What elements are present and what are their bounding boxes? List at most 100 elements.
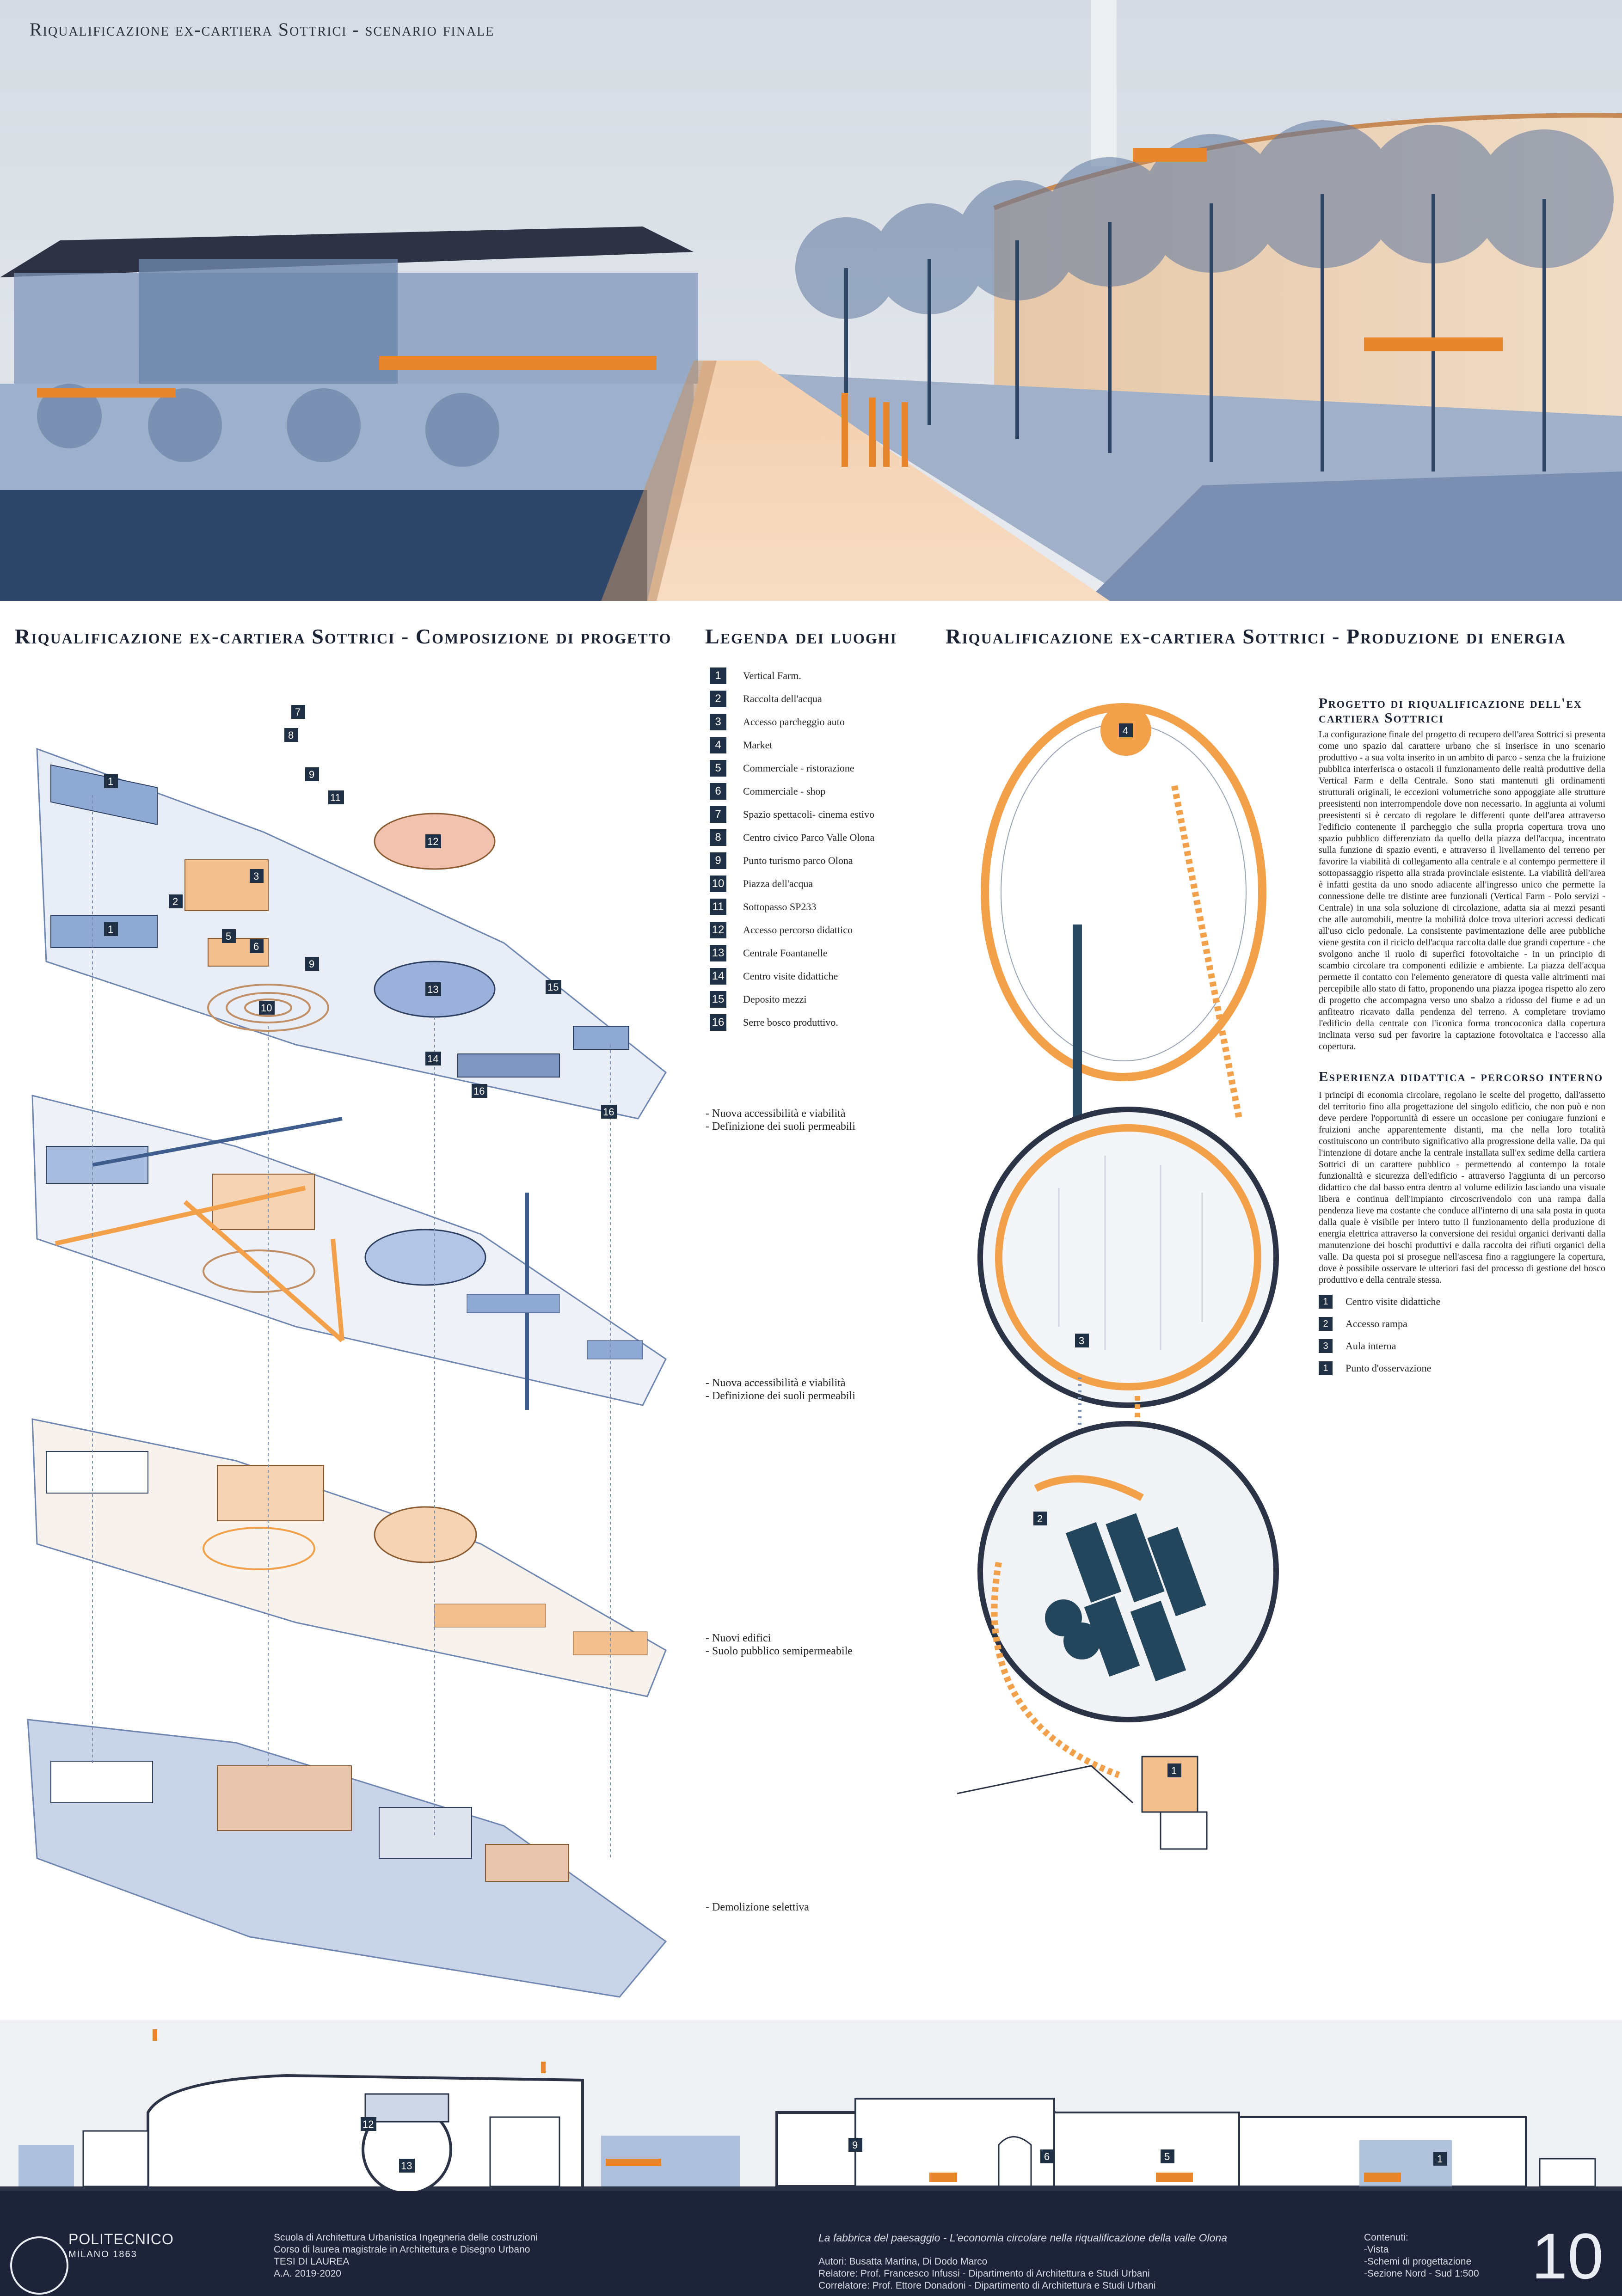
legend-label: Sottopasso SP233 <box>743 901 817 912</box>
svg-text:12: 12 <box>427 836 438 847</box>
legend-item: 2 Raccolta dell'acqua <box>710 690 822 708</box>
svg-text:10: 10 <box>261 1002 272 1014</box>
legend-number: 9 <box>710 852 726 869</box>
legend-item: 12 Accesso percorso didattico <box>710 921 853 939</box>
contents-item: -Schemi di progettazione <box>1364 2256 1472 2267</box>
path-legend-number: 2 <box>1319 1317 1333 1331</box>
legend-item: 11 Sottopasso SP233 <box>710 898 816 916</box>
legend-item: 9 Punto turismo parco Olona <box>710 851 853 870</box>
legend-number: 16 <box>710 1014 726 1031</box>
page-number: 10 <box>1531 2220 1604 2292</box>
course-line: Scuola di Architettura Urbanistica Ingeg… <box>274 2232 538 2243</box>
legend-number: 1 <box>710 667 726 684</box>
svg-text:11: 11 <box>330 792 341 803</box>
legend-number: 2 <box>710 691 726 707</box>
legend-number: 5 <box>710 760 726 777</box>
legend-number: 13 <box>710 945 726 961</box>
section-tag: 5 <box>1164 2151 1170 2162</box>
svg-text:15: 15 <box>547 981 559 993</box>
legend-number: 7 <box>710 806 726 823</box>
contents-item: -Vista <box>1364 2244 1389 2255</box>
svg-text:7: 7 <box>295 706 301 718</box>
school-city: MILANO 1863 <box>68 2249 137 2259</box>
diagram-tag: 4 <box>1123 725 1128 736</box>
section2-title: Esperienza didattica - percorso interno <box>1319 1068 1604 1084</box>
legend-item: 7 Spazio spettacoli- cinema estivo <box>710 805 874 824</box>
credit-line: Relatore: Prof. Francesco Infussi - Dipa… <box>818 2268 1150 2279</box>
course-line: A.A. 2019-2020 <box>274 2268 341 2279</box>
legend-item: 4 Market <box>710 736 773 754</box>
contents-label: Contenuti: <box>1364 2232 1408 2243</box>
svg-text:16: 16 <box>473 1085 485 1097</box>
contents-item: -Sezione Nord - Sud 1:500 <box>1364 2268 1479 2279</box>
legend-label: Serre bosco produttivo. <box>743 1016 838 1028</box>
composition-exploded-axonometry: 1 1 2 3 4 5 6 7 8 9 9 10 11 12 13 14 15 … <box>18 689 743 2006</box>
layer-note-3: - Nuovi edifici - Suolo pubblico semiper… <box>706 1632 853 1657</box>
legend-item: 5 Commerciale - ristorazione <box>710 759 854 778</box>
svg-text:13: 13 <box>427 984 438 995</box>
legend-number: 14 <box>710 968 726 985</box>
course-line: Corso di laurea magistrale in Architettu… <box>274 2244 530 2255</box>
legend-number: 3 <box>710 714 726 730</box>
composition-title: Riqualificazione ex-cartiera Sottrici - … <box>15 625 672 648</box>
svg-text:5: 5 <box>226 931 231 942</box>
legend-number: 11 <box>710 899 726 915</box>
footer: POLITECNICO MILANO 1863 Scuola di Archit… <box>0 2191 1622 2296</box>
legend-label: Commerciale - ristorazione <box>743 762 854 774</box>
layer-note-2: - Nuova accessibilità e viabilità - Defi… <box>706 1377 855 1402</box>
legend-label: Punto turismo parco Olona <box>743 855 853 866</box>
section-tag: 1 <box>1437 2153 1443 2165</box>
legend-label: Accesso parcheggio auto <box>743 716 845 728</box>
legend-label: Piazza dell'acqua <box>743 878 813 889</box>
legend-item: 10 Piazza dell'acqua <box>710 875 813 893</box>
north-south-section: 12 13 9 6 5 1 <box>0 2020 1622 2195</box>
legend-number: 15 <box>710 991 726 1008</box>
credit-line: Autori: Busatta Martina, Di Dodo Marco <box>818 2256 988 2267</box>
svg-text:6: 6 <box>253 941 259 952</box>
school-name: POLITECNICO <box>68 2231 174 2247</box>
legend-number: 8 <box>710 829 726 846</box>
politecnico-seal-logo <box>10 2236 68 2295</box>
section-tag: 9 <box>852 2139 858 2151</box>
power-plant-path-diagram: 4 3 2 1 <box>943 703 1295 2006</box>
path-legend-label: Accesso rampa <box>1346 1318 1407 1329</box>
section2-text: I principi di economia circolare, regola… <box>1319 1090 1605 1285</box>
legend-item: 16 Serre bosco produttivo. <box>710 1013 838 1032</box>
section1-text: La configurazione finale del progetto di… <box>1319 729 1605 1052</box>
layer-note-1: - Nuova accessibilità e viabilità - Defi… <box>706 1108 855 1133</box>
energy-title: Riqualificazione ex-cartiera Sottrici - … <box>946 625 1567 648</box>
legend-label: Centrale Foantanelle <box>743 947 828 959</box>
legend-number: 12 <box>710 922 726 938</box>
course-line: TESI DI LAUREA <box>274 2256 350 2267</box>
legend-number: 10 <box>710 876 726 892</box>
legend-label: Accesso percorso didattico <box>743 924 853 936</box>
hero-title: Riqualificazione ex-cartiera Sottrici - … <box>30 19 495 40</box>
legend-item: 3 Accesso parcheggio auto <box>710 713 845 731</box>
legend-label: Market <box>743 739 773 751</box>
section-drawing: 12 13 9 6 5 1 <box>0 2020 1622 2195</box>
svg-text:3: 3 <box>253 870 259 882</box>
hero-illustration <box>0 0 1622 601</box>
legend-number: 4 <box>710 737 726 753</box>
diagram-tag: 2 <box>1037 1513 1043 1525</box>
svg-text:1: 1 <box>108 924 113 935</box>
svg-text:9: 9 <box>309 769 314 780</box>
legend-label: Spazio spettacoli- cinema estivo <box>743 808 875 820</box>
diagram-tag: 1 <box>1171 1765 1177 1776</box>
svg-text:14: 14 <box>427 1053 438 1065</box>
path-legend-label: Punto d'osservazione <box>1346 1362 1432 1374</box>
legend-title: Legenda dei luoghi <box>705 625 897 648</box>
legend-label: Raccolta dell'acqua <box>743 693 822 704</box>
project-text-column: Progetto di riqualificazione dell'ex car… <box>1319 696 1605 1380</box>
diagram-tag: 3 <box>1079 1335 1084 1347</box>
path-legend-label: Aula interna <box>1346 1340 1396 1352</box>
section-tag: 12 <box>362 2118 374 2130</box>
credit-line: Correlatore: Prof. Ettore Donadoni - Dip… <box>818 2280 1156 2291</box>
